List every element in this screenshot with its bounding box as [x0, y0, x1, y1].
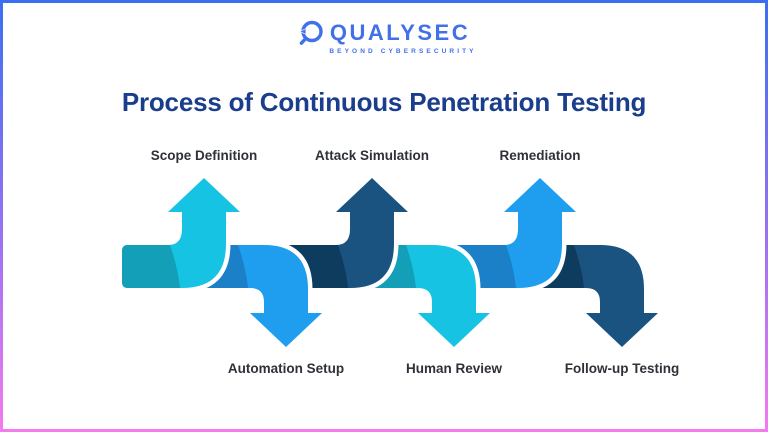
step-label-top: Remediation: [499, 148, 581, 163]
brand-tagline: BEYOND CYBERSECURITY: [329, 48, 477, 55]
process-flow-diagram: [117, 173, 663, 352]
step-label-bottom: Human Review: [405, 361, 503, 376]
flow-arrow-tail-0: [122, 245, 180, 288]
step-label-top: Attack Simulation: [314, 148, 430, 163]
infographic-canvas: QUALYSEC BEYOND CYBERSECURITY Process of…: [3, 3, 765, 429]
step-label-bottom: Follow-up Testing: [564, 361, 680, 376]
step-label-top: Scope Definition: [150, 148, 258, 163]
brand-wordmark: QUALYSEC: [329, 19, 471, 45]
step-label-bottom: Automation Setup: [227, 361, 345, 376]
magnifier-icon: [299, 20, 323, 45]
qualysec-logo: QUALYSEC BEYOND CYBERSECURITY: [3, 19, 765, 55]
page-title: Process of Continuous Penetration Testin…: [121, 87, 647, 117]
